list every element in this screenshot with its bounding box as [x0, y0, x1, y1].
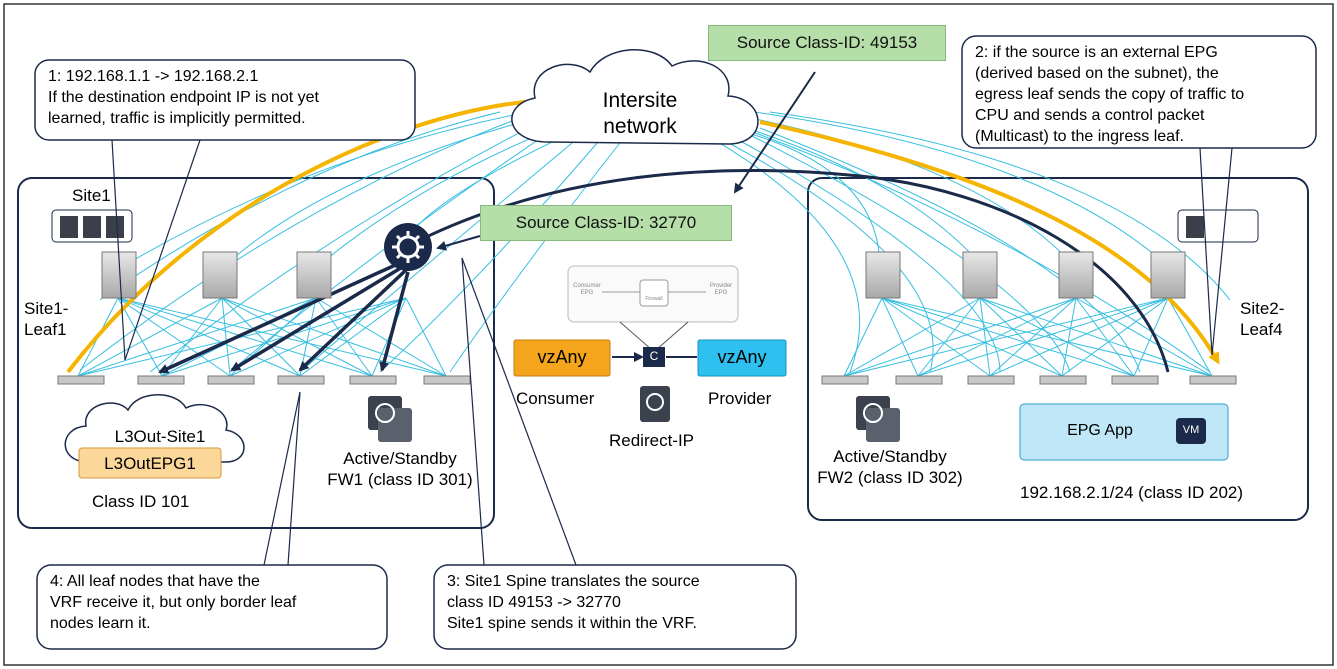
callout-2-line4: CPU and sends a control packet	[975, 107, 1205, 124]
callout-2-text: 2: if the source is an external EPG (der…	[975, 42, 1244, 147]
callout-4-box	[36, 564, 388, 650]
callout-3-line1: 3: Site1 Spine translates the source	[447, 573, 700, 590]
site2-fabric-links	[843, 297, 1213, 377]
fw1-label-line2: FW1 (class ID 301)	[327, 470, 473, 489]
vzany-provider-box	[697, 339, 787, 377]
epg-app-label: EPG App	[1067, 422, 1133, 439]
fw2-label: Active/Standby FW2 (class ID 302)	[808, 446, 972, 488]
source-class-tag-top: Source Class-ID: 49153	[708, 25, 946, 61]
callout-3-line3: Site1 spine sends it within the VRF.	[447, 615, 697, 632]
consumer-label: Consumer	[516, 389, 595, 408]
vzany-provider-label: vzAny	[717, 347, 767, 367]
callout-1-box	[34, 59, 416, 141]
fw1-label-line1: Active/Standby	[343, 449, 457, 468]
orange-path-left	[66, 98, 546, 374]
site1-class-id: Class ID 101	[92, 492, 190, 511]
l3out-cloud-label: L3Out-Site1	[114, 427, 206, 446]
mini-provider-epg-label: Provider EPG	[709, 283, 733, 296]
tag-arrow-mid	[436, 235, 481, 251]
callout-3-line2: class ID 49153 -> 32770	[447, 594, 621, 611]
callout-4-line3: nodes learn it.	[50, 615, 151, 632]
callout-4-line2: VRF receive it, but only border leaf	[50, 594, 297, 611]
fw1-icon	[368, 396, 412, 442]
contract-letter: C	[649, 349, 659, 363]
site1-box	[17, 177, 495, 529]
vm-label: VM	[1182, 424, 1200, 436]
site2-leaf-label-line1: Site2-	[1240, 299, 1285, 318]
mini-firewall-label: Firewall	[645, 296, 663, 302]
site1-leaf-label-line1: Site1-	[24, 299, 69, 318]
callout-1-text: 1: 192.168.1.1 -> 192.168.2.1 If the des…	[48, 66, 319, 129]
redirect-ip-label: Redirect-IP	[609, 431, 695, 450]
callout-1-line2: If the destination endpoint IP is not ye…	[48, 89, 319, 106]
redirect-fw-icon	[640, 386, 670, 422]
contract-box	[643, 347, 665, 367]
mini-consumer-epg-label: Consumer EPG	[573, 283, 601, 296]
gear-icon	[384, 223, 432, 271]
callout-2-box	[961, 35, 1317, 149]
l3out-cloud	[64, 394, 245, 463]
site1-leaves	[57, 375, 471, 385]
fw1-label: Active/Standby FW1 (class ID 301)	[318, 448, 482, 490]
l3out-epg-label: L3OutEPG1	[104, 454, 196, 473]
callout-2-line1: 2: if the source is an external EPG	[975, 44, 1218, 61]
site2-box	[807, 177, 1309, 521]
vm-icon	[1176, 418, 1206, 444]
site1-spines	[101, 251, 332, 299]
callout-3-box	[433, 564, 797, 650]
site1-leaf-label: Site1- Leaf1	[24, 298, 68, 340]
source-class-tag-mid: Source Class-ID: 32770	[480, 205, 732, 241]
callout-3-text: 3: Site1 Spine translates the source cla…	[447, 571, 700, 634]
cloud-label-line1: Intersite	[602, 89, 678, 112]
callout-2-line2: (derived based on the subnet), the	[975, 65, 1219, 82]
callout-2-line5: (Multicast) to the ingress leaf.	[975, 128, 1184, 145]
callout-2-line3: egress leaf sends the copy of traffic to	[975, 86, 1245, 103]
vzany-consumer-label: vzAny	[537, 347, 587, 367]
l3out-epg-box	[78, 447, 222, 479]
cloud-label: Intersite network	[576, 88, 704, 140]
epg-app-box	[1019, 403, 1229, 461]
fw2-label-line1: Active/Standby	[833, 447, 947, 466]
intersite-cloud	[511, 48, 759, 145]
spine-redistribution-arrows	[158, 260, 410, 374]
navy-return-arc	[419, 169, 1170, 373]
callout-4-text: 4: All leaf nodes that have the VRF rece…	[50, 571, 296, 634]
callout-4-line1: 4: All leaf nodes that have the	[50, 573, 260, 590]
orange-path-right	[759, 120, 1220, 365]
cloud-label-line2: network	[603, 115, 677, 138]
fw2-label-line2: FW2 (class ID 302)	[817, 468, 963, 487]
provider-label: Provider	[708, 389, 772, 408]
fw2-icon	[856, 396, 900, 442]
callout-pointers	[111, 139, 1233, 566]
site2-leaves	[821, 375, 1237, 385]
site2-leaf-label: Site2- Leaf4	[1240, 298, 1284, 340]
callout-1-line1: 1: 192.168.1.1 -> 192.168.2.1	[48, 68, 259, 85]
site1-title: Site1	[72, 186, 111, 205]
callout-1-line3: learned, traffic is implicitly permitted…	[48, 110, 306, 127]
site2-leaf-label-line2: Leaf4	[1240, 320, 1283, 339]
site1-leaf-label-line2: Leaf1	[24, 320, 67, 339]
site2-spines	[865, 251, 1186, 299]
endpoint-label: 192.168.2.1/24 (class ID 202)	[1020, 483, 1244, 502]
mini-firewall-box	[639, 279, 669, 307]
vzany-consumer-box	[513, 339, 611, 377]
